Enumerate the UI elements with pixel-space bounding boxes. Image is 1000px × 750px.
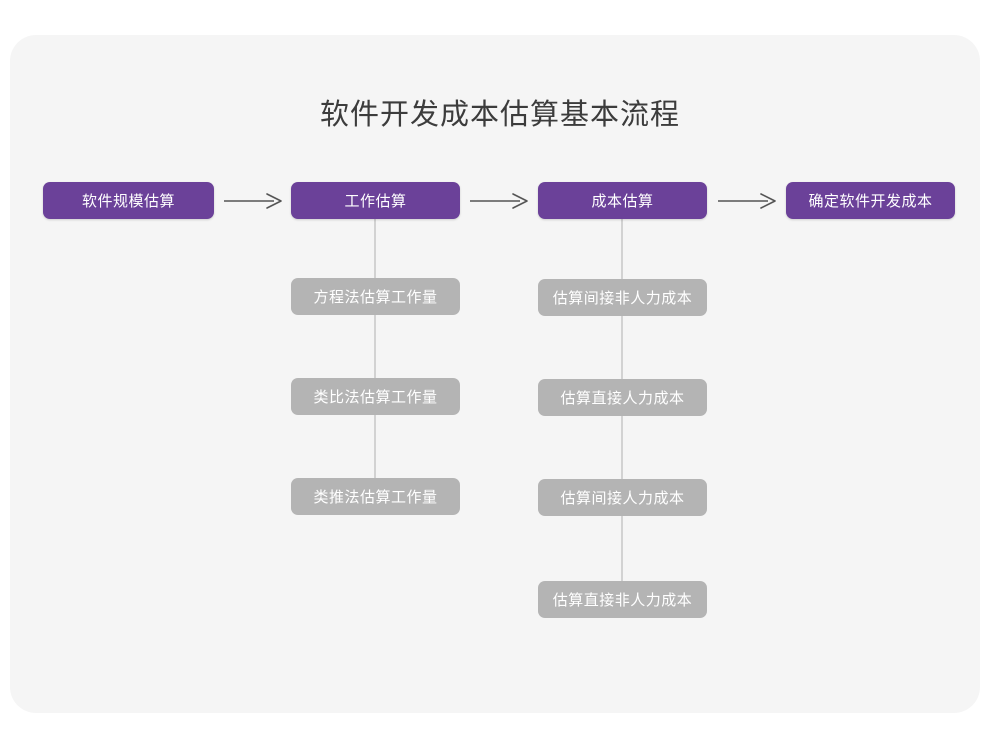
sub-node-work-2[interactable]: 类比法估算工作量	[291, 378, 460, 415]
arrow-right-icon-2	[468, 182, 530, 219]
sub-node-work-1[interactable]: 方程法估算工作量	[291, 278, 460, 315]
page-title: 软件开发成本估算基本流程	[319, 99, 680, 131]
flow-node-step-3[interactable]: 成本估算	[538, 182, 707, 219]
arrow-right-icon-3	[716, 182, 778, 219]
flow-node-step-2[interactable]: 工作估算	[291, 182, 460, 219]
arrow-right-icon-1	[222, 182, 284, 219]
sub-node-work-3[interactable]: 类推法估算工作量	[291, 478, 460, 515]
diagram-card	[10, 35, 980, 713]
flow-node-step-4[interactable]: 确定软件开发成本	[786, 182, 955, 219]
sub-node-cost-2[interactable]: 估算直接人力成本	[538, 379, 707, 416]
sub-node-cost-4[interactable]: 估算直接非人力成本	[538, 581, 707, 618]
flow-node-step-1[interactable]: 软件规模估算	[43, 182, 214, 219]
connector-line-branch-work-estimation	[374, 219, 376, 497]
sub-node-cost-3[interactable]: 估算间接人力成本	[538, 479, 707, 516]
sub-node-cost-1[interactable]: 估算间接非人力成本	[538, 279, 707, 316]
